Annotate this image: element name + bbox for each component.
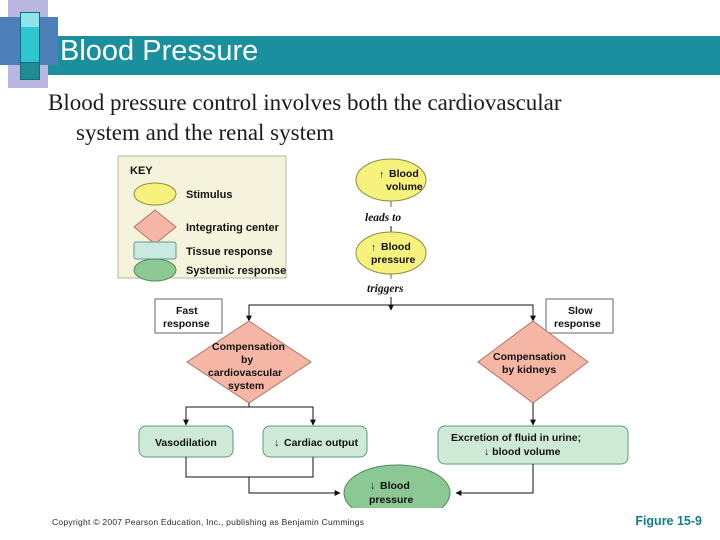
node-slow-response-line1: Slow — [568, 305, 593, 317]
node-excretion: Excretion of fluid in urine; ↓ blood vol… — [437, 425, 629, 465]
slide-body-text: Blood pressure control involves both the… — [48, 88, 696, 148]
node-blood-pressure-up-line1: Blood — [381, 241, 411, 253]
node-blood-pressure-up-line2: pressure — [371, 254, 416, 266]
edge-merge-bus — [185, 457, 314, 478]
key-label-stimulus: Stimulus — [186, 189, 232, 201]
node-blood-pressure-up-arrow: ↑ — [371, 242, 376, 254]
node-fast-response-line2: response — [163, 318, 210, 330]
node-comp-cardio-line1: Compensation — [212, 341, 285, 353]
node-fast-response-line1: Fast — [176, 305, 198, 317]
node-vasodilation: Vasodilation — [138, 425, 234, 458]
node-excretion-line2: ↓ blood volume — [484, 446, 561, 458]
key-item-tissue-response: Tissue response — [133, 241, 273, 260]
edge-merge-to-bp — [248, 477, 341, 496]
node-comp-kidneys-line2: by kidneys — [502, 364, 556, 376]
node-blood-volume-line2: volume — [386, 181, 423, 193]
node-slow-response: Slow response — [545, 298, 614, 334]
key-item-integrating-center: Integrating center — [133, 209, 280, 245]
edge-excretion-to-bp — [455, 464, 534, 496]
node-cardiac-output-label: Cardiac output — [284, 437, 359, 449]
key-item-stimulus: Stimulus — [133, 182, 232, 206]
node-comp-kidneys-line1: Compensation — [493, 351, 566, 363]
node-comp-cardio-line2: by — [241, 354, 253, 366]
figure-diagram: KEY Stimulus Integrating center Tissue r… — [0, 148, 720, 508]
body-line-2: system and the renal system — [76, 120, 335, 145]
edge-cardio-split-bus — [185, 406, 314, 420]
slide-header — [0, 0, 720, 95]
node-blood-pressure-up: ↑ Blood pressure — [355, 231, 427, 275]
node-comp-cardio-line4: system — [228, 380, 264, 392]
key-label-systemic-response: Systemic response — [186, 265, 286, 277]
body-line-1: Blood pressure control involves both the… — [48, 90, 562, 115]
key-label-integrating-center: Integrating center — [186, 222, 280, 234]
node-cardiac-output: ↓ Cardiac output — [262, 425, 368, 458]
node-slow-response-line2: response — [554, 318, 601, 330]
node-vasodilation-label: Vasodilation — [155, 437, 217, 449]
header-banner-bar — [48, 36, 720, 75]
edge-label-leads-to: leads to — [365, 212, 401, 224]
node-blood-volume-arrow: ↑ — [379, 169, 384, 181]
node-blood-pressure-down-line2: pressure — [369, 494, 414, 506]
node-excretion-line1: Excretion of fluid in urine; — [451, 432, 581, 444]
slide-title-clip: Blood Pressure — [48, 36, 720, 75]
copyright-notice: Copyright © 2007 Pearson Education, Inc.… — [52, 517, 365, 527]
key-label-tissue-response: Tissue response — [186, 246, 273, 258]
header-cyan-bar-bottom — [21, 62, 39, 79]
node-compensation-kidneys: Compensation by kidneys — [477, 320, 589, 404]
header-cyan-bar-top — [21, 13, 39, 27]
key-title: KEY — [130, 165, 153, 177]
key-item-systemic-response: Systemic response — [133, 258, 286, 282]
node-comp-cardio-line3: cardiovascular — [208, 367, 282, 379]
page-title: Blood Pressure — [60, 36, 259, 67]
node-blood-volume-line1: Blood — [389, 168, 419, 180]
node-blood-pressure-down-line1: Blood — [380, 480, 410, 492]
node-blood-pressure-down: ↓ Blood pressure — [343, 464, 451, 508]
node-blood-pressure-down-arrow: ↓ — [370, 480, 375, 492]
node-blood-volume: ↑ Blood volume — [355, 158, 427, 202]
node-fast-response: Fast response — [154, 298, 223, 334]
figure-number-label: Figure 15-9 — [635, 514, 702, 528]
node-cardiac-output-arrow: ↓ — [274, 437, 279, 449]
figure-key-box: KEY Stimulus Integrating center Tissue r… — [117, 155, 287, 282]
edge-label-triggers: triggers — [367, 283, 404, 295]
